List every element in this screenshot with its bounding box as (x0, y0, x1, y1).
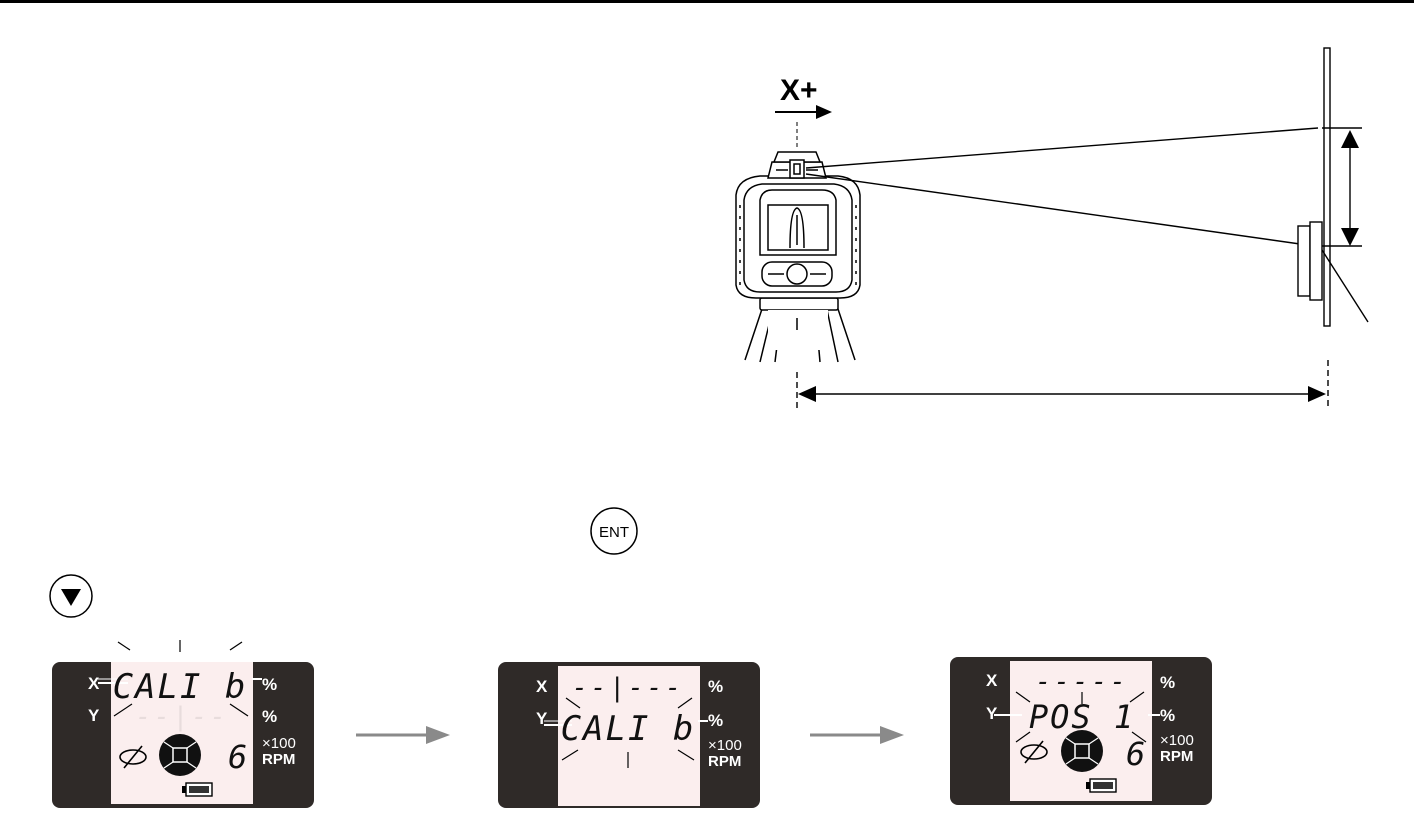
battery-icon (1086, 779, 1116, 792)
sequence-arrow-2 (810, 726, 904, 744)
x-unit: % (1160, 673, 1175, 692)
x-direction-arrow (775, 105, 832, 119)
lcd-bottom-text: CALI b (561, 709, 696, 749)
sequence-arrow-1 (356, 726, 450, 744)
rpm-label: RPM (262, 751, 295, 768)
speed-value: 6 (1126, 735, 1145, 773)
direction-pad-icon (159, 734, 201, 776)
x-axis-label: X (986, 671, 998, 690)
distance-dimension (797, 360, 1328, 410)
x-unit: % (708, 677, 723, 696)
y-axis-label: Y (88, 706, 100, 725)
lcd-top-text: --|--- (572, 673, 684, 703)
rpm-label: RPM (708, 753, 741, 770)
battery-icon (182, 783, 212, 796)
x-axis-label: X (536, 677, 548, 696)
rpm-label: RPM (1160, 748, 1193, 765)
rpm-multiplier: ×100 (1160, 732, 1194, 749)
speed-value: 6 (228, 738, 247, 776)
y-axis-label: Y (986, 704, 998, 723)
y-unit: % (1160, 706, 1175, 725)
axis-label: X+ (780, 74, 818, 107)
direction-pad-icon (1061, 730, 1103, 772)
wall-icon (1324, 48, 1330, 326)
rpm-multiplier: ×100 (708, 737, 742, 754)
y-unit: % (708, 711, 723, 730)
lcd-display-1: X Y CALI b --|-- % % 6 ×100 RPM (52, 640, 314, 808)
x-unit: % (262, 675, 277, 694)
detector-icon (1298, 222, 1368, 322)
ent-button-label: ENT (599, 524, 629, 541)
lcd-bottom-text: --|-- (135, 702, 228, 732)
laser-beam-lower (806, 174, 1300, 244)
lcd-display-2: X Y --|--- CALI b % % ×100 RPM (498, 662, 760, 808)
down-button[interactable] (50, 575, 92, 617)
laser-level-icon (736, 152, 860, 362)
y-unit: % (262, 707, 277, 726)
rpm-multiplier: ×100 (262, 735, 296, 752)
lcd-top-text: CALI b (113, 667, 248, 707)
ent-button[interactable]: ENT (591, 508, 637, 554)
laser-beam-upper (806, 128, 1318, 168)
lcd-display-3: X Y ----- POS 1 % % 6 ×100 RPM (950, 657, 1212, 805)
